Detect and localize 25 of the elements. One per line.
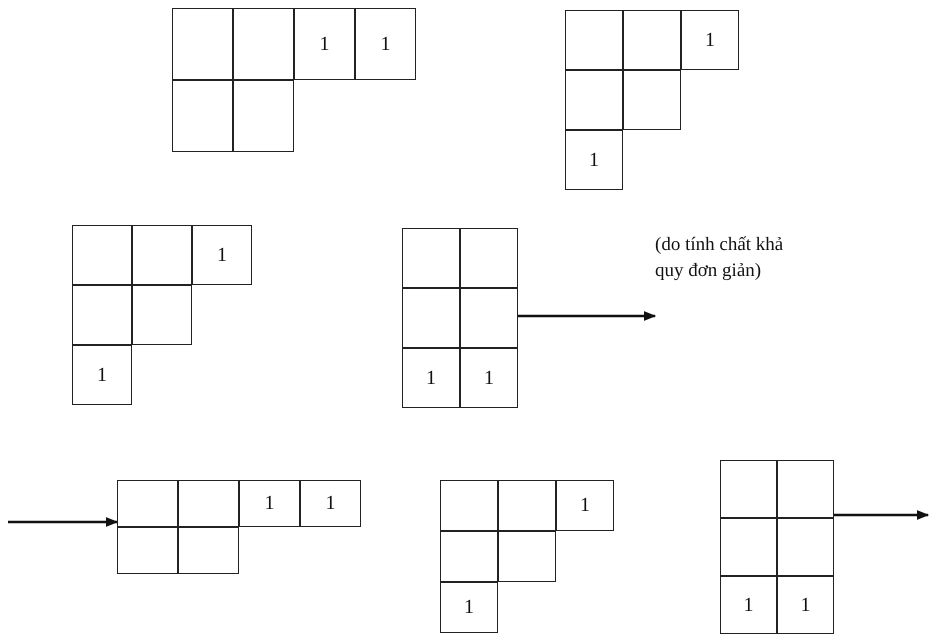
tableau-cell: 1 bbox=[355, 8, 416, 80]
arrow bbox=[518, 311, 656, 321]
young-diagram bbox=[402, 228, 518, 408]
young-diagram bbox=[172, 8, 416, 152]
young-diagram bbox=[117, 480, 361, 574]
tableau-cell: 1 bbox=[402, 348, 460, 408]
tableau-cell: 1 bbox=[720, 576, 777, 634]
young-diagram bbox=[440, 480, 614, 633]
tableau-cell: 1 bbox=[565, 130, 623, 190]
note-text: (do tính chất khả quy đơn giản) bbox=[655, 233, 784, 283]
tableau-cell: 1 bbox=[681, 10, 739, 70]
arrow bbox=[8, 517, 118, 527]
arrow bbox=[834, 510, 930, 520]
tableau-cell: 1 bbox=[72, 345, 132, 405]
tableau-cell: 1 bbox=[460, 348, 518, 408]
tableau-cell: 1 bbox=[556, 480, 614, 531]
tableau-cell: 1 bbox=[300, 480, 361, 527]
tableau-cell: 1 bbox=[777, 576, 834, 634]
tableau-cell: 1 bbox=[192, 225, 252, 285]
young-diagram bbox=[720, 460, 834, 634]
young-diagram bbox=[565, 10, 739, 190]
tableau-cell: 1 bbox=[239, 480, 300, 527]
tableau-cell: 1 bbox=[294, 8, 355, 80]
tableau-cell: 1 bbox=[440, 582, 498, 633]
young-diagram bbox=[72, 225, 252, 405]
